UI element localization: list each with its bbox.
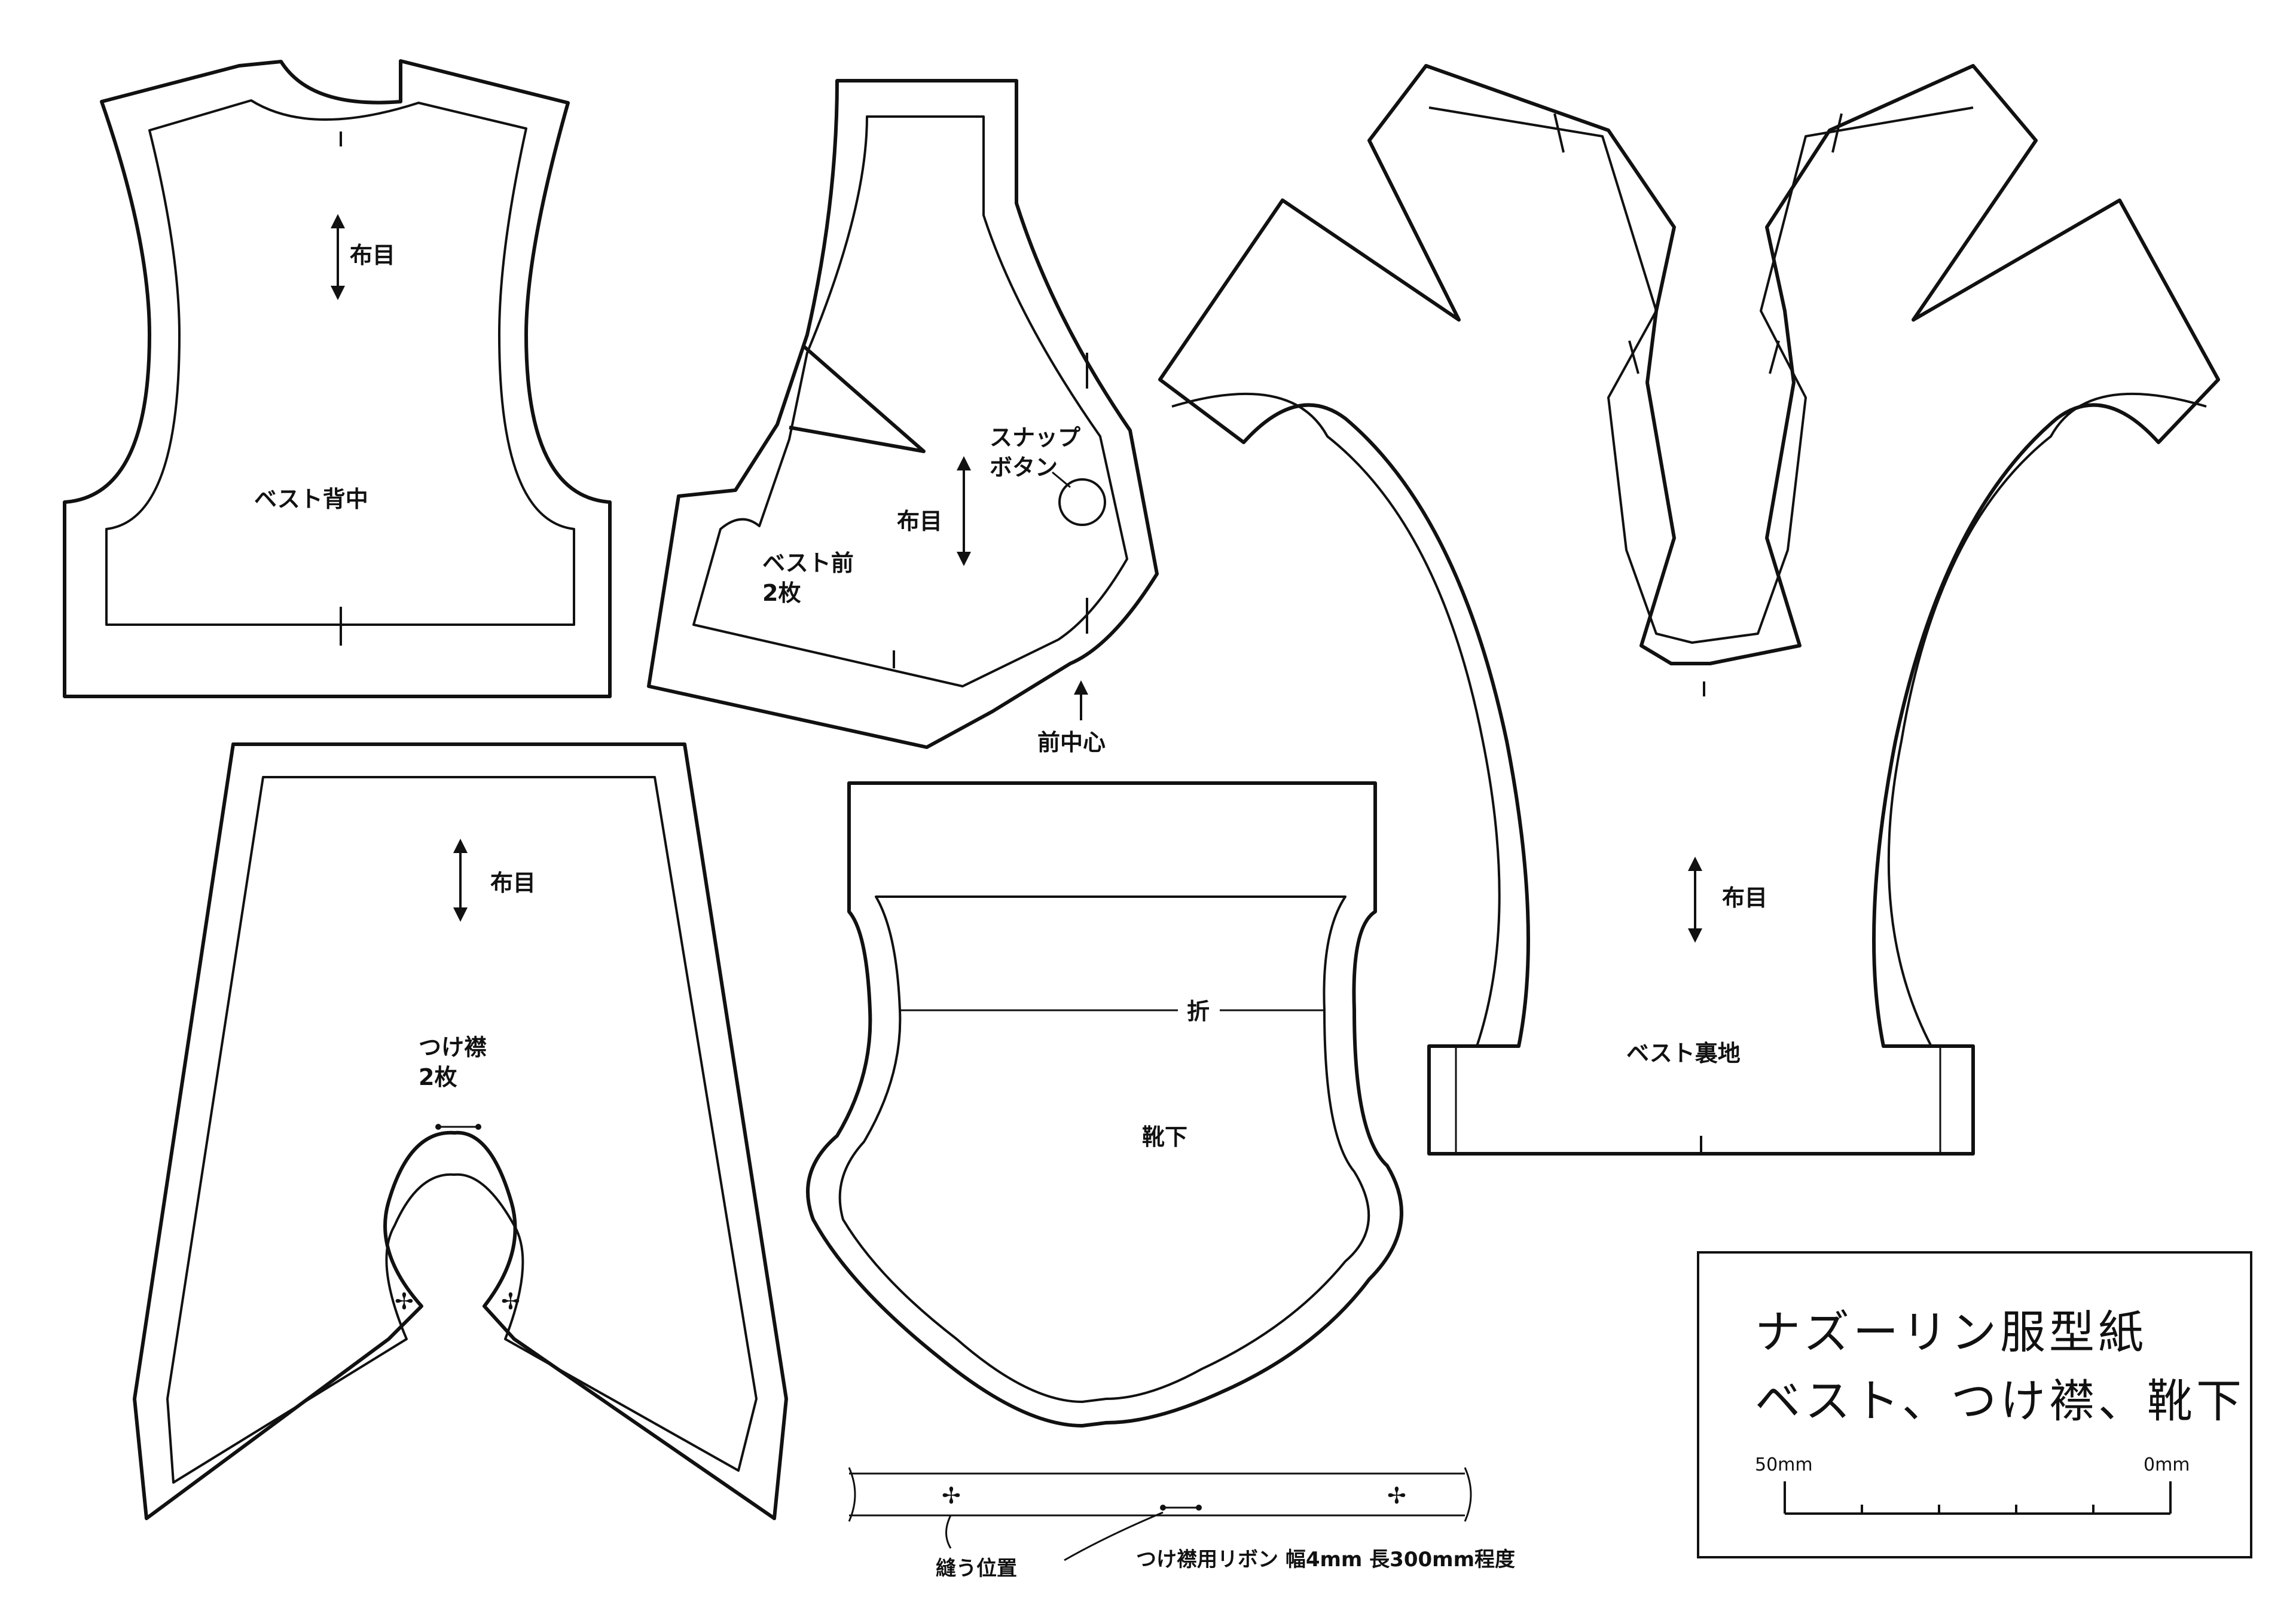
vest-front-dart (789, 345, 926, 453)
sew-cross: ✢ (942, 1483, 961, 1509)
fold-label: 折 (1187, 998, 1210, 1025)
sew-position-label: 縫う位置 (936, 1557, 1017, 1581)
vest-back-cut-line (63, 59, 612, 698)
sew-cross: ✢ (1387, 1483, 1406, 1509)
vest-front-cut-line (647, 79, 1159, 749)
snap-pointer-line (1052, 471, 1071, 488)
vest-lining-sleeve-seam-left (1171, 392, 1501, 1047)
ribbon-center-dot (1196, 1505, 1202, 1511)
ribbon-center-dot (1160, 1505, 1166, 1511)
sew-cross-right: ✢ (501, 1288, 520, 1315)
boots-cut-line (806, 781, 1403, 1428)
vest-lining-piece: 布目 ベスト裏地 (1158, 64, 2220, 1156)
ribbon-break-right (1464, 1467, 1472, 1522)
ribbon-sew-dot (435, 1124, 441, 1130)
vest-front-piece: 布目 スナップ ボタン ベスト前 2枚 前中心 (647, 79, 1159, 756)
title-line2: ベスト、つけ襟、靴下 (1755, 1374, 2245, 1428)
boots-piece: 折 靴下 (806, 781, 1403, 1428)
lining-notch (1628, 340, 1639, 374)
vest-front-seam-line (692, 115, 1128, 687)
vest-lining-cut-line (1158, 64, 2220, 1156)
title-box: ナズーリン服型紙 ベスト、つけ襟、靴下 50mm 0mm (1697, 1251, 2252, 1558)
scale-right-label: 0mm (2144, 1454, 2190, 1475)
scale-left-label: 50mm (1755, 1454, 1813, 1475)
scale-bar (1784, 1481, 2172, 1515)
collar-cut-line (133, 742, 788, 1520)
vest-front-label: ベスト前 (762, 550, 854, 576)
snap-button-marker (1058, 478, 1106, 526)
ribbon-label: つけ襟用リボン 幅4mm 長300mm程度 (1136, 1548, 1515, 1572)
ribbon-strip: ✢ ✢ 縫う位置 つけ襟用リボン 幅4mm 長300mm程度 (848, 1467, 1515, 1581)
sew-leader-right (1064, 1511, 1164, 1561)
grain-label: 布目 (350, 242, 395, 268)
collar-label: つけ襟 (419, 1034, 487, 1060)
vest-lining-seam-line (1428, 106, 1974, 644)
grain-label: 布目 (897, 508, 942, 534)
ribbon-sew-dot (475, 1124, 481, 1130)
vest-back-piece: 布目 ベスト背中 (63, 59, 612, 698)
grain-label: 布目 (490, 870, 536, 896)
sew-leader-left (945, 1515, 952, 1549)
boots-seam-line (838, 895, 1370, 1403)
title-box-frame (1697, 1251, 2252, 1558)
collar-seam-line (166, 776, 758, 1484)
snap-label-line2: ボタン (990, 454, 1058, 481)
vest-lining-label: ベスト裏地 (1626, 1040, 1741, 1066)
lining-notch (1769, 340, 1780, 374)
grain-label: 布目 (1722, 885, 1767, 911)
sew-cross-left: ✢ (395, 1288, 414, 1315)
vest-back-label: ベスト背中 (254, 486, 368, 512)
lining-notch (1553, 113, 1565, 153)
ribbon-break-left (848, 1467, 856, 1522)
front-center-label: 前中心 (1037, 729, 1106, 756)
vest-lining-sleeve-seam-right (1887, 392, 2207, 1047)
lining-notch (1831, 113, 1843, 153)
collar-qty: 2枚 (419, 1064, 457, 1090)
boots-label: 靴下 (1142, 1124, 1187, 1150)
vest-front-qty: 2枚 (762, 580, 801, 606)
snap-label-line1: スナップ (990, 424, 1080, 451)
title-line1: ナズーリン服型紙 (1755, 1306, 2147, 1359)
collar-piece: ✢ ✢ 布目 つけ襟 2枚 (133, 742, 788, 1520)
vest-back-seam-line (105, 99, 575, 626)
